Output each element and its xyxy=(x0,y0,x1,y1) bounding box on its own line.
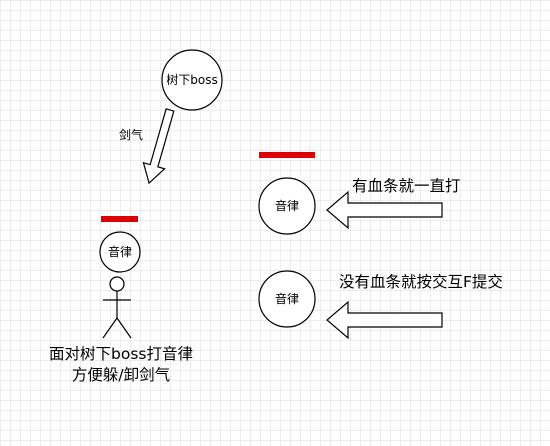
boss-label: 树下boss xyxy=(166,72,218,87)
with-health-arrow xyxy=(326,190,443,230)
player-label: 音律 xyxy=(107,244,133,259)
enemy-top-label: 音律 xyxy=(274,198,300,213)
player-health-bar xyxy=(101,216,138,222)
enemy-bottom-label: 音律 xyxy=(274,291,300,306)
player-note-line1: 面对树下boss打音律 xyxy=(49,345,193,363)
without-health-label: 没有血条就按交互F提交 xyxy=(339,273,503,291)
with-health-label: 有血条就一直打 xyxy=(352,177,461,195)
sword-qi-arrow xyxy=(142,108,175,185)
boss-node[interactable] xyxy=(161,49,223,111)
enemy-health-bar xyxy=(259,152,315,158)
enemy-bottom-node[interactable] xyxy=(258,270,316,328)
enemy-top-node[interactable] xyxy=(258,177,316,235)
player-note-line2: 方便躲/卸剑气 xyxy=(71,366,171,384)
without-health-arrow xyxy=(326,300,443,340)
player-node[interactable] xyxy=(99,231,141,273)
player-stick-figure xyxy=(102,276,132,339)
sword-qi-label: 剑气 xyxy=(119,128,144,142)
